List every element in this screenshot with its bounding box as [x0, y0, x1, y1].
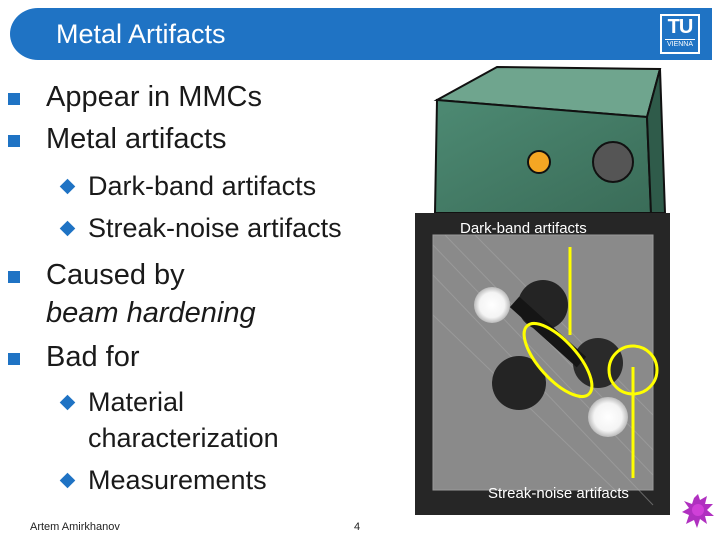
sub-bullet-text: Streak-noise artifacts [88, 213, 342, 243]
metal-artifact-figure [415, 65, 670, 515]
diamond-bullet-icon [59, 472, 76, 489]
streak-noise-label: Streak-noise artifacts [488, 485, 629, 502]
diamond-bullet-icon [59, 178, 76, 195]
sub-bullet-text: Dark-band artifacts [88, 171, 317, 201]
ct-slice-image [415, 213, 670, 515]
dark-band [509, 296, 587, 368]
splat-logo-icon [682, 494, 714, 528]
sub-bullet-text: Material [88, 387, 185, 417]
page-number: 4 [354, 521, 361, 533]
sub-bullet-text: Measurements [88, 465, 267, 495]
square-bullet-icon [8, 271, 20, 283]
pore-particle [492, 356, 546, 410]
specimen-model [433, 65, 667, 214]
diamond-bullet-icon [59, 220, 76, 237]
diamond-bullet-icon [59, 394, 76, 411]
footer-author: Artem Amirkhanov [30, 521, 120, 533]
square-bullet-icon [8, 93, 20, 105]
square-bullet-icon [8, 353, 20, 365]
logo-subtext: VIENNA [665, 39, 695, 48]
slide-title: Metal Artifacts [56, 19, 226, 49]
yellow-annotations [522, 247, 659, 478]
hole-marker [592, 141, 634, 183]
bullet-text: Appear in MMCs [46, 81, 262, 113]
metal-particle [588, 397, 628, 437]
sub-bullet-text: characterization [88, 423, 279, 453]
square-bullet-icon [8, 135, 20, 147]
slide-header: Metal Artifacts TU VIENNA [10, 8, 712, 60]
metal-particle [474, 287, 510, 323]
bullet-text: Bad for [46, 341, 140, 373]
bullet-text: Metal artifacts [46, 123, 227, 155]
dark-band-label: Dark-band artifacts [460, 220, 587, 237]
orange-marker [527, 150, 551, 174]
tu-wien-logo-icon: TU VIENNA [660, 14, 700, 54]
logo-text: TU [667, 16, 694, 38]
bullet-text-italic: beam hardening [46, 297, 256, 329]
bullet-text: Caused by [46, 259, 185, 291]
